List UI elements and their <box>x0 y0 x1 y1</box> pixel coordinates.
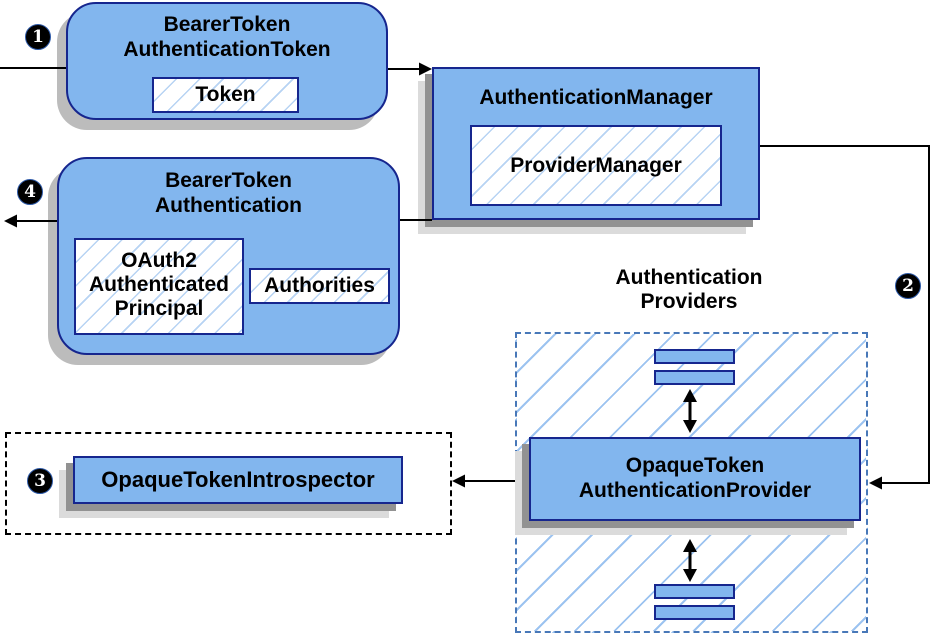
authentication-providers-label-line1: Authentication <box>615 266 763 289</box>
token-node: Token <box>152 77 299 113</box>
step-1-badge: 1 <box>25 24 51 50</box>
bearer-token-authentication-title-line2: Authentication <box>155 194 302 217</box>
oauth2-authenticated-principal-line3: Principal <box>114 297 204 320</box>
oauth2-authenticated-principal-line2: Authenticated <box>88 273 229 296</box>
authentication-providers-label: Authentication Providers <box>558 266 820 314</box>
opaque-token-authentication-provider-node: OpaqueToken AuthenticationProvider <box>529 437 861 521</box>
oauth2-authenticated-principal-line1: OAuth2 <box>121 249 197 272</box>
authentication-providers-container: OpaqueToken AuthenticationProvider <box>515 332 868 633</box>
step-4-badge: 4 <box>17 179 43 205</box>
bearer-token-authentication-title-line1: BearerToken <box>165 169 292 192</box>
opaque-token-authentication-provider-title-line1: OpaqueToken <box>625 454 765 477</box>
step-3-badge: 3 <box>27 468 53 494</box>
oauth2-authenticated-principal-node: OAuth2 Authenticated Principal <box>74 238 244 335</box>
provider-stack-top-bar-1 <box>654 349 735 364</box>
arrow-left-icon <box>452 474 465 488</box>
bearer-token-authentication-token-title-line1: BearerToken <box>163 13 291 36</box>
authentication-manager-node: AuthenticationManager ProviderManager <box>432 67 760 220</box>
provider-stack-bottom-bar-2 <box>654 605 735 620</box>
opaque-token-introspector-node: OpaqueTokenIntrospector <box>73 456 403 504</box>
provider-manager-node: ProviderManager <box>470 125 722 206</box>
authentication-manager-title: AuthenticationManager <box>479 86 713 109</box>
arrow-right-icon <box>419 62 432 76</box>
token-to-manager-arrow <box>388 62 432 76</box>
opaque-token-authentication-provider-title-line2: AuthenticationProvider <box>578 479 812 502</box>
authentication-providers-label-line2: Providers <box>640 290 738 313</box>
arrow-left-icon <box>4 214 17 228</box>
bearer-token-authentication-token-node: BearerToken AuthenticationToken Token <box>66 2 388 120</box>
provider-to-introspector-arrow <box>452 474 515 488</box>
provider-stack-top-bar-2 <box>654 370 735 385</box>
bearer-token-authentication-node: BearerToken Authentication OAuth2 Authen… <box>57 157 400 355</box>
arrow-left-icon <box>869 476 882 490</box>
opaque-token-introspector-container <box>5 432 452 535</box>
step-2-badge: 2 <box>895 273 921 299</box>
bearer-token-authentication-token-title-line2: AuthenticationToken <box>123 38 331 61</box>
provider-stack-bottom-bar-1 <box>654 584 735 599</box>
authentication-outgoing-arrow <box>4 214 57 228</box>
authorities-node: Authorities <box>249 268 390 304</box>
